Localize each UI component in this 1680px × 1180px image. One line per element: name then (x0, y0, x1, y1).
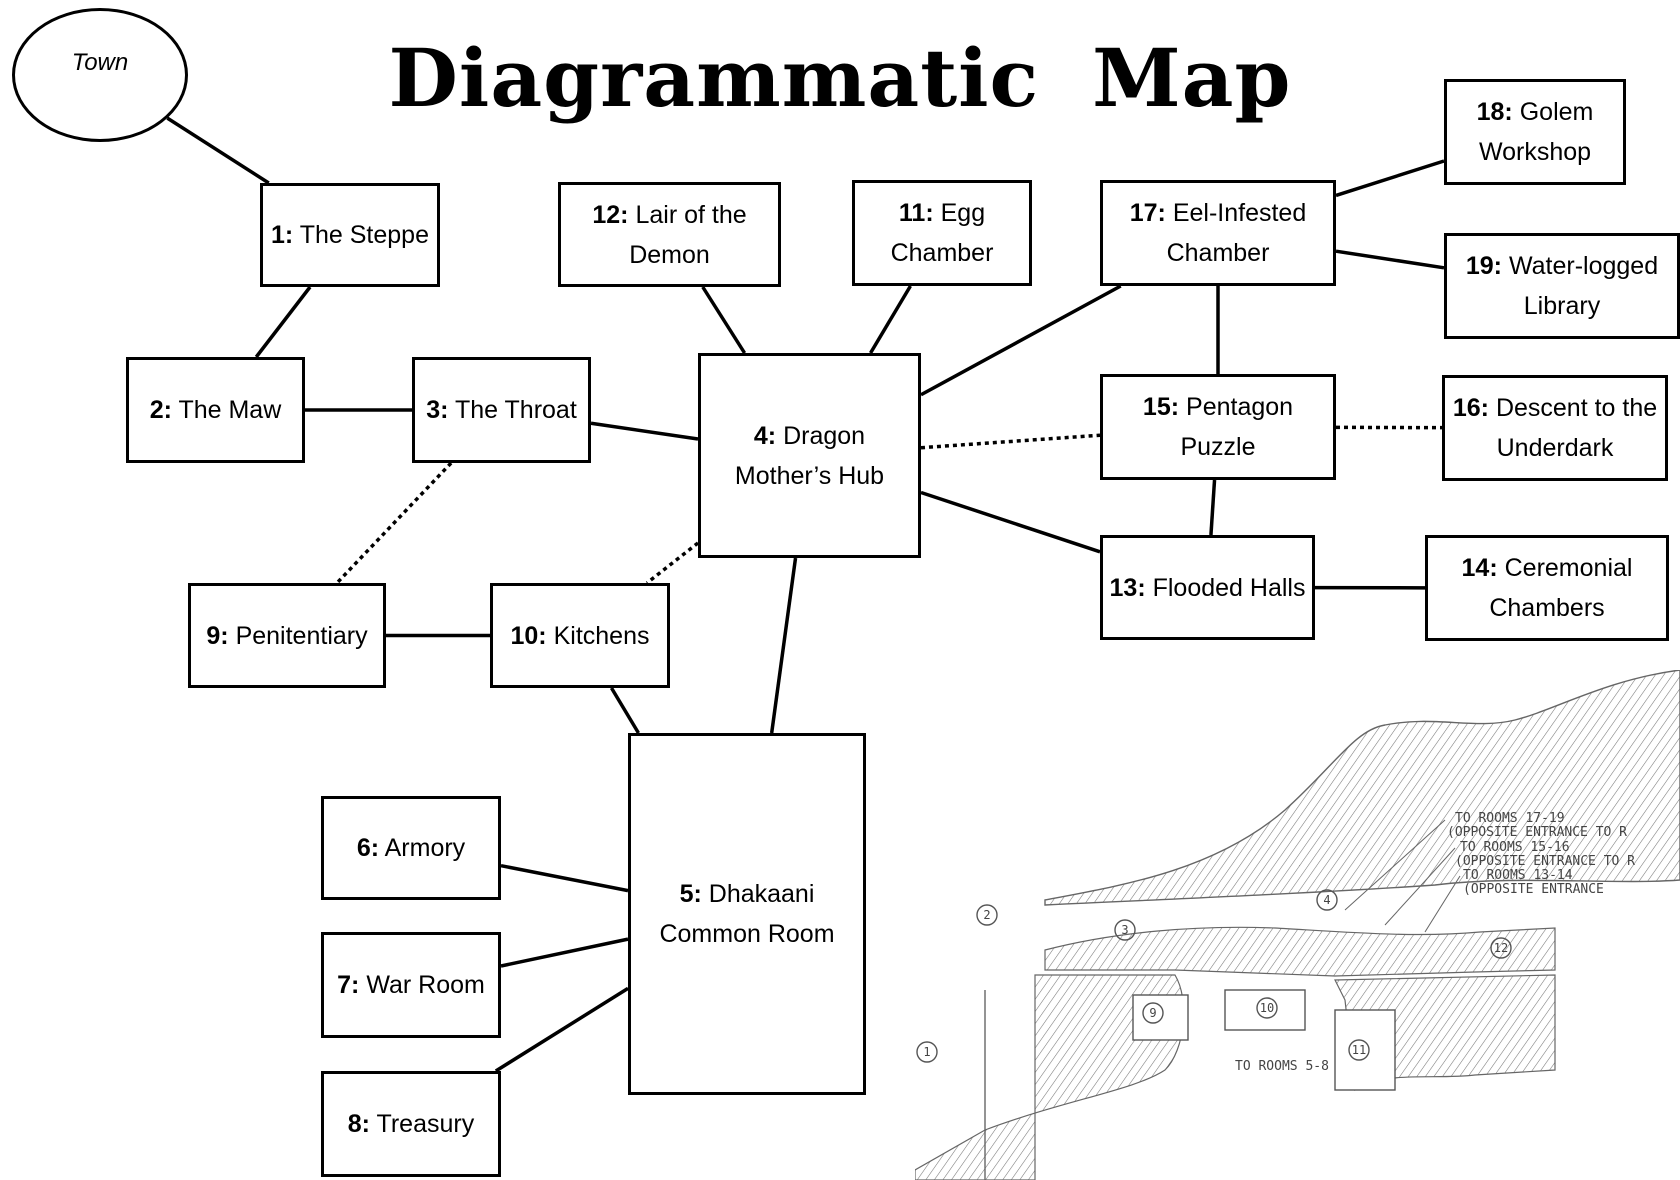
connection-r4-r17 (920, 284, 1122, 397)
room-15-box: 15: Pentagon Puzzle (1100, 374, 1336, 480)
connection-town-r1 (166, 116, 270, 185)
svg-text:4: 4 (1323, 893, 1330, 907)
sketch-note-2: (OPPOSITE ENTRANCE TO R (1447, 825, 1627, 840)
town-node: Town (12, 8, 188, 142)
sketch-passage (1044, 926, 1556, 977)
connection-r4-r10 (645, 541, 700, 585)
sketch-marker-1: 1 (916, 1041, 938, 1063)
room-3-box: 3: The Throat (412, 357, 591, 463)
connection-r15-r13 (1209, 479, 1217, 536)
room-13-box: 13: Flooded Halls (1100, 535, 1315, 640)
sketch-note-4: (OPPOSITE ENTRANCE TO R (1455, 854, 1635, 869)
svg-text:11: 11 (1352, 1043, 1366, 1057)
sketch-rock-upper (1044, 670, 1680, 906)
svg-text:1: 1 (923, 1045, 930, 1059)
page-title: Diagrammatic Map (388, 31, 1292, 125)
sketch-note-1: TO ROOMS 17-19 (1455, 811, 1565, 826)
sketch-room-10 (1224, 989, 1306, 1031)
sketch-note-7: TO ROOMS 5-8 (1235, 1059, 1329, 1074)
room-16-box: 16: Descent to the Underdark (1442, 375, 1668, 481)
connection-r4-r15 (920, 433, 1101, 450)
room-1-box: 1: The Steppe (260, 183, 440, 287)
room-5-box: 5: Dhakaani Common Room (628, 733, 866, 1095)
room-17-box: 17: Eel-Infested Chamber (1100, 180, 1336, 286)
room-14-box: 14: Ceremonial Chambers (1425, 535, 1669, 641)
connection-r11-r4 (869, 285, 912, 354)
town-label: Town (71, 49, 129, 76)
sketch-marker-10: 10 (1256, 997, 1278, 1019)
room-9-box: 9: Penitentiary (188, 583, 386, 688)
sketch-room-9 (1132, 994, 1189, 1041)
connection-r17-r19 (1335, 249, 1445, 270)
room-2-box: 2: The Maw (126, 357, 305, 463)
svg-text:3: 3 (1121, 923, 1128, 937)
connection-r17-r18 (1335, 159, 1445, 198)
sketch-note-3: TO ROOMS 15-16 (1460, 840, 1570, 855)
connection-r3-r4 (590, 421, 699, 441)
room-11-box: 11: Egg Chamber (852, 180, 1032, 286)
room-4-box: 4: Dragon Mother’s Hub (698, 353, 921, 558)
room-8-box: 8: Treasury (321, 1071, 501, 1177)
room-19-box: 19: Water-logged Library (1444, 233, 1680, 339)
room-18-box: 18: Golem Workshop (1444, 79, 1626, 185)
svg-text:2: 2 (983, 908, 990, 922)
connection-r4-r5 (769, 557, 798, 734)
sketch-marker-12: 12 (1490, 937, 1512, 959)
connection-r10-r5 (609, 687, 640, 734)
connection-r3-r9 (335, 461, 453, 585)
cave-sketch: 1 2 3 4 9 10 11 12 TO ROOMS 17-19 (OPPOS… (915, 670, 1680, 1180)
sketch-marker-3: 3 (1114, 919, 1136, 941)
room-10-box: 10: Kitchens (490, 583, 670, 688)
sketch-note-6: (OPPOSITE ENTRANCE (1463, 882, 1604, 897)
connection-r12-r4 (701, 286, 747, 354)
connection-r5-r6 (500, 863, 629, 893)
room-6-box: 6: Armory (321, 796, 501, 900)
connection-r5-r8 (494, 986, 629, 1073)
sketch-note-5: TO ROOMS 13-14 (1463, 868, 1573, 883)
sketch-marker-4: 4 (1316, 889, 1338, 911)
sketch-marker-9: 9 (1142, 1002, 1164, 1024)
room-12-box: 12: Lair of the Demon (558, 182, 781, 287)
sketch-marker-11: 11 (1348, 1039, 1370, 1061)
connection-r1-r2 (254, 285, 312, 359)
connection-r4-r13 (920, 490, 1101, 554)
sketch-room-11 (1334, 1009, 1396, 1091)
svg-text:12: 12 (1494, 941, 1508, 955)
svg-text:10: 10 (1260, 1001, 1274, 1015)
connection-r5-r7 (500, 937, 629, 968)
svg-text:9: 9 (1149, 1006, 1156, 1020)
room-7-box: 7: War Room (321, 932, 501, 1038)
sketch-marker-2: 2 (976, 904, 998, 926)
